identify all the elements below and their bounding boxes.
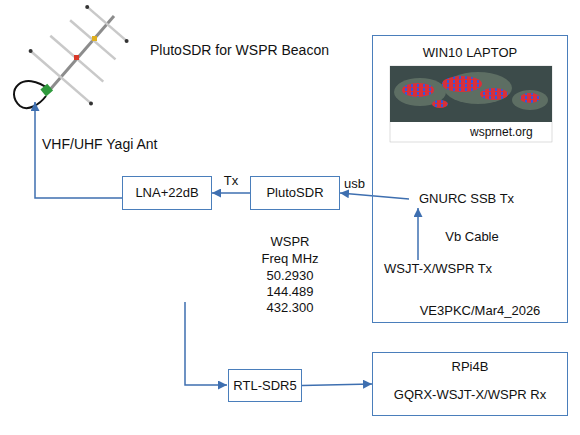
computer-box: RPi4B GQRX-WSJT-X/WSPR Rx <box>372 352 568 416</box>
signal-arrow <box>212 192 250 194</box>
box-label: GNURC SSB Tx <box>419 191 514 207</box>
frequency-value: 144.489 <box>240 284 340 300</box>
website-label: wsprnet.org <box>470 124 550 140</box>
frequency-value: 432.300 <box>240 300 340 316</box>
connector-label: Tx <box>224 173 238 189</box>
diagram-title: PlutoSDR for WSPR Beacon <box>150 42 329 58</box>
mode-label: WSPR <box>240 234 340 250</box>
connector-label: Vb Cable <box>445 229 498 245</box>
software-block: GNURC SSB Tx <box>409 190 539 208</box>
antenna-label: VHF/UHF Yagi Ant <box>42 136 212 152</box>
unit-label: Freq MHz <box>240 251 340 267</box>
yagi-antenna <box>14 5 129 108</box>
map-screenshot <box>390 66 552 142</box>
amplifier-box: LNA+22dB <box>122 176 212 210</box>
box-label: LNA+22dB <box>135 185 198 201</box>
signal-arrow <box>340 193 409 199</box>
receiver-box: RTL-SDR5 <box>228 369 302 402</box>
signal-arrow <box>417 208 419 260</box>
frequency-value: 50.2930 <box>240 268 340 284</box>
box-label: RTL-SDR5 <box>233 378 296 394</box>
signal-arrow <box>302 384 372 386</box>
box-text: GQRX-WSJT-X/WSPR Rx <box>373 387 567 403</box>
author-note: VE3PKC/Mar4_2026 <box>395 303 565 319</box>
sdr-box: PlutoSDR <box>250 176 340 210</box>
box-label: PlutoSDR <box>266 185 323 201</box>
box-heading: WIN10 LAPTOP <box>373 45 567 61</box>
box-heading: RPi4B <box>373 359 567 375</box>
software-block: WSJT-X/WSPR Tx <box>381 260 541 278</box>
rx-tap-line <box>185 302 227 385</box>
box-label: WSJT-X/WSPR Tx <box>384 261 492 277</box>
laptop-box: WIN10 LAPTOP GNURC SSB Tx WSJT-X/WSPR Tx <box>372 35 568 323</box>
connector-label: usb <box>344 176 365 192</box>
